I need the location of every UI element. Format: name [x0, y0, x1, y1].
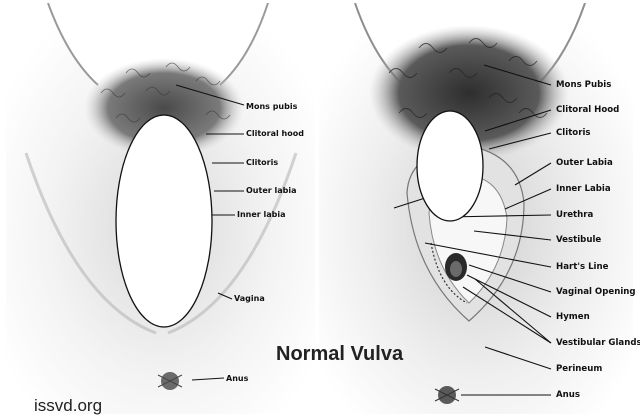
right-label-perineum: Perineum: [556, 365, 602, 374]
left-label-outer-labia: Outer labia: [246, 187, 296, 195]
right-label-clitoris: Clitoris: [556, 129, 591, 138]
right-label-outer-labia: Outer Labia: [556, 159, 613, 168]
left-label-clitoral-hood: Clitoral hood: [246, 130, 304, 138]
right-censor-oval: [417, 111, 483, 221]
diagram-title: Normal Vulva: [276, 343, 403, 366]
left-label-inner-labia: Inner labia: [237, 211, 286, 219]
right-label-vaginal-opening: Vaginal Opening: [556, 288, 636, 297]
left-label-clitoris: Clitoris: [246, 159, 278, 167]
right-label-harts-line: Hart's Line: [556, 263, 608, 272]
left-illustration: [6, 3, 315, 414]
right-label-hymen: Hymen: [556, 313, 590, 322]
right-label-vestibule: Vestibule: [556, 236, 601, 245]
left-label-vagina: Vagina: [234, 295, 265, 303]
left-anatomy-panel: [6, 3, 315, 414]
right-label-anus: Anus: [556, 391, 580, 400]
right-label-inner-labia: Inner Labia: [556, 185, 611, 194]
right-label-urethra: Urethra: [556, 211, 593, 220]
left-label-mons-pubis: Mons pubis: [246, 103, 297, 111]
left-label-anus: Anus: [226, 375, 248, 383]
right-label-mons-pubis: Mons Pubis: [556, 81, 611, 90]
left-censor-oval: [116, 115, 212, 327]
right-label-vestibular-glands: Vestibular Glands: [556, 339, 640, 348]
right-label-clitoral-hood: Clitoral Hood: [556, 106, 619, 115]
source-credit: issvd.org: [34, 396, 102, 416]
